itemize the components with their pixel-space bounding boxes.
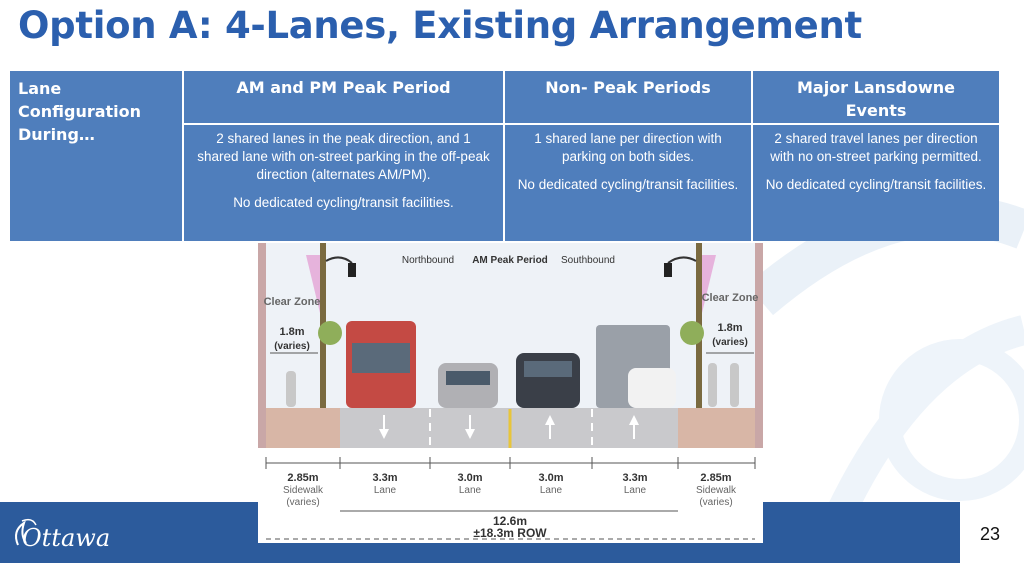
- segment-width-1: 2.85m: [287, 472, 318, 484]
- cell-non-peak: 1 shared lane per direction with parking…: [505, 125, 751, 241]
- clear-zone-left-width: 1.8m: [279, 326, 304, 338]
- label-southbound: Southbound: [561, 255, 615, 266]
- segment-width-6: 2.85m: [700, 472, 731, 484]
- segment-width-2: 3.3m: [372, 472, 397, 484]
- cell-peak-note: No dedicated cycling/transit facilities.: [233, 195, 454, 210]
- segment-width-5: 3.3m: [622, 472, 647, 484]
- segment-label-3: Lane: [459, 485, 482, 496]
- ottawa-logo-text: Ottawa: [22, 524, 111, 552]
- segment-width-4: 3.0m: [538, 472, 563, 484]
- segment-label-2: Lane: [374, 485, 397, 496]
- segment-label-5: Lane: [624, 485, 647, 496]
- segment-label-1: Sidewalk: [283, 485, 324, 496]
- table-row-label: Lane Configuration During…: [10, 71, 182, 241]
- cell-peak: 2 shared lanes in the peak direction, an…: [184, 125, 503, 241]
- column-header-events: Major Lansdowne Events: [753, 71, 999, 123]
- cell-events: 2 shared travel lanes per direction with…: [753, 125, 999, 241]
- cell-non-peak-text: 1 shared lane per direction with parking…: [534, 131, 722, 164]
- clear-zone-right-note: (varies): [712, 337, 748, 348]
- cell-peak-text: 2 shared lanes in the peak direction, an…: [197, 131, 490, 182]
- roadway-total: 12.6m: [493, 514, 527, 528]
- clear-zone-right-width: 1.8m: [717, 322, 742, 334]
- label-northbound: Northbound: [402, 255, 454, 266]
- page-number: 23: [979, 524, 1001, 544]
- ottawa-logo-icon: [15, 518, 37, 546]
- segment-label-4: Lane: [540, 485, 563, 496]
- segment-note-6: (varies): [699, 497, 732, 508]
- segment-note-1: (varies): [286, 497, 319, 508]
- column-header-peak: AM and PM Peak Period: [184, 71, 503, 123]
- street-cross-section: Northbound AM Peak Period Southbound Cle…: [258, 243, 763, 543]
- clear-zone-right-label: Clear Zone: [702, 292, 759, 304]
- segment-width-3: 3.0m: [457, 472, 482, 484]
- segment-label-6: Sidewalk: [696, 485, 737, 496]
- slide-title: Option A: 4-Lanes, Existing Arrangement: [18, 4, 862, 47]
- page-number-box: [960, 502, 1024, 563]
- column-header-non-peak: Non- Peak Periods: [505, 71, 751, 123]
- cell-events-note: No dedicated cycling/transit facilities.: [765, 177, 987, 192]
- cell-non-peak-note: No dedicated cycling/transit facilities.: [517, 177, 739, 192]
- label-am-peak: AM Peak Period: [472, 255, 548, 266]
- clear-zone-left-note: (varies): [274, 341, 310, 352]
- cell-events-text: 2 shared travel lanes per direction with…: [770, 131, 982, 164]
- row-total: ±18.3m ROW: [473, 526, 547, 540]
- clear-zone-left-label: Clear Zone: [264, 296, 321, 308]
